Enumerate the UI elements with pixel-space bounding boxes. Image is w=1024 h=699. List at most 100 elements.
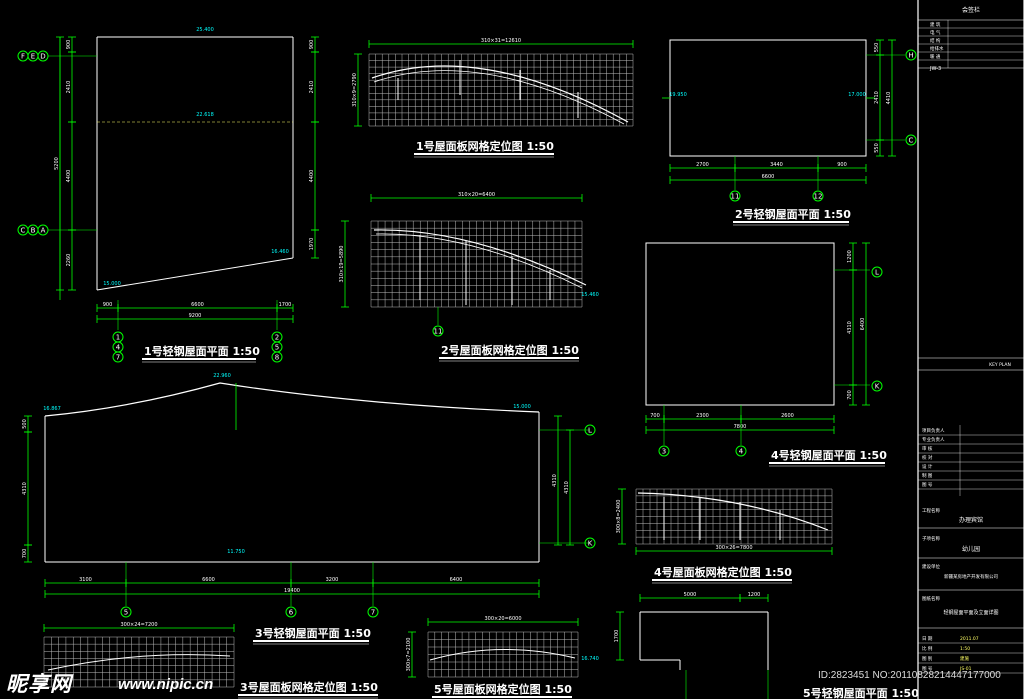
roof-curve (637, 492, 829, 531)
titleblock-footer-value: 1:50 (960, 646, 970, 652)
dim-text: 2300 (696, 413, 709, 419)
titleblock-field-label: 审 核 (922, 445, 933, 452)
titleblock-field-label: 设 计 (922, 463, 933, 470)
roof-curve (373, 70, 625, 125)
titleblock-footer-value: JS-01 (959, 666, 972, 672)
dim-text: 7800 (734, 424, 747, 430)
dim-text: 19400 (284, 588, 300, 594)
axis-label: 11 (731, 193, 740, 201)
view-title: 4号屋面板网格定位图 1:50 (654, 565, 792, 579)
mesh-grid-2 (370, 220, 583, 308)
roof-curve (375, 233, 583, 289)
dim-text: 900 (103, 302, 113, 308)
axis-bubble (271, 351, 283, 363)
dim-text: 550 (874, 43, 880, 53)
dim-text: 6400 (860, 318, 866, 331)
dim-text: 6600 (762, 174, 775, 180)
dim-text: 5200 (54, 157, 60, 170)
axis-label: A (41, 227, 46, 235)
axis-label: 4 (739, 448, 744, 456)
axis-label: D (40, 53, 45, 61)
titleblock-field-label: 制 图 (922, 472, 933, 479)
watermark-logo: 昵享网 (6, 673, 72, 696)
dim-text: 4400 (66, 170, 72, 183)
dim-text: 310×31=12610 (481, 38, 521, 44)
titleblock-row-label: 建 筑 (930, 21, 941, 28)
titleblock-footer-label: 图 号 (922, 666, 933, 672)
titleblock-field-label: 专业负责人 (922, 436, 945, 443)
elevation-label: 16.867 (43, 406, 61, 412)
axis-label: 3 (662, 448, 666, 456)
dim-text: 1200 (847, 250, 853, 263)
dim-text: 9200 (189, 313, 202, 319)
axis-bubble (584, 537, 596, 549)
axis-bubble (905, 49, 917, 61)
dim-text: 6600 (202, 577, 215, 583)
axis-label: F (21, 53, 25, 61)
titleblock-field-label: 校 对 (922, 454, 933, 461)
elevation-label: 11.750 (227, 549, 245, 555)
dim-text: 2700 (696, 162, 709, 168)
dim-text: 900 (837, 162, 847, 168)
view-title: 2号屋面板网格定位图 1:50 (441, 343, 579, 357)
axis-bubble (729, 190, 741, 202)
axis-bubble (735, 445, 747, 457)
dim-text: 3100 (79, 577, 92, 583)
elevation-label: 25.400 (196, 27, 214, 33)
axis-label: B (31, 227, 36, 235)
axis-bubble (112, 351, 124, 363)
dim-text: 2600 (781, 413, 794, 419)
dim-text: 700 (650, 413, 660, 419)
view-title: 5号轻钢屋面平面 1:50 (803, 686, 919, 699)
titleblock-field-label: 项目负责人 (922, 427, 945, 434)
axis-label: 4 (116, 344, 121, 352)
dim-text: 310×9=2790 (352, 73, 358, 107)
sub-project-name: 幼儿园 (962, 545, 980, 553)
dim-text: 700 (847, 390, 853, 400)
dim-text: 4400 (309, 170, 315, 183)
drawing-title-label: 图纸名称 (922, 595, 940, 602)
axis-bubble (871, 380, 883, 392)
titleblock-row-label: 给排水 (930, 45, 944, 52)
axis-label: 7 (116, 354, 120, 362)
dim-text: 3440 (770, 162, 783, 168)
titleblock-footer-label: 比 例 (922, 645, 933, 652)
axis-label: 12 (814, 193, 823, 201)
dim-text: 1700 (279, 302, 292, 308)
axis-label: K (588, 540, 593, 548)
dim-text: 3200 (326, 577, 339, 583)
axis-label: 5 (275, 344, 279, 352)
roof-outline-2 (669, 39, 867, 157)
titleblock-footer-value: 2011.07 (960, 636, 979, 642)
dim-text: 500 (22, 419, 28, 429)
roof-curve (429, 648, 576, 661)
titleblock-field-label: 图 号 (922, 482, 933, 488)
dim-text: 300×7=2100 (406, 638, 412, 672)
dim-text: 2260 (66, 254, 72, 267)
key-plan-label: KEY PLAN (989, 362, 1011, 368)
axis-label: C (909, 137, 914, 145)
axis-label: 11 (434, 328, 443, 336)
elevation-label: 15.000 (103, 281, 121, 287)
axis-bubble (812, 190, 824, 202)
drawing-title: 轻钢屋面平面及立面详图 (943, 609, 998, 616)
dim-text: 2410 (66, 81, 72, 94)
axis-bubble (432, 325, 444, 337)
axis-label: 7 (371, 609, 375, 617)
dim-text: 550 (874, 143, 880, 153)
axis-label: L (875, 269, 879, 277)
mesh-grid-3 (43, 636, 235, 688)
roof-curve (373, 229, 587, 286)
axis-label: K (875, 383, 880, 391)
view-title: 3号轻钢屋面平面 1:50 (255, 626, 371, 640)
view-title: 1号轻钢屋面平面 1:50 (144, 344, 260, 358)
watermark-url: www.nipic.cn (118, 676, 214, 693)
titleblock-footer-label: 图 别 (922, 655, 933, 662)
dim-text: 5000 (684, 592, 697, 598)
axis-bubble (905, 134, 917, 146)
axis-bubble (658, 445, 670, 457)
dim-text: 700 (22, 549, 28, 559)
drawing-number: JW-3 (929, 66, 941, 72)
axis-label: L (588, 427, 592, 435)
